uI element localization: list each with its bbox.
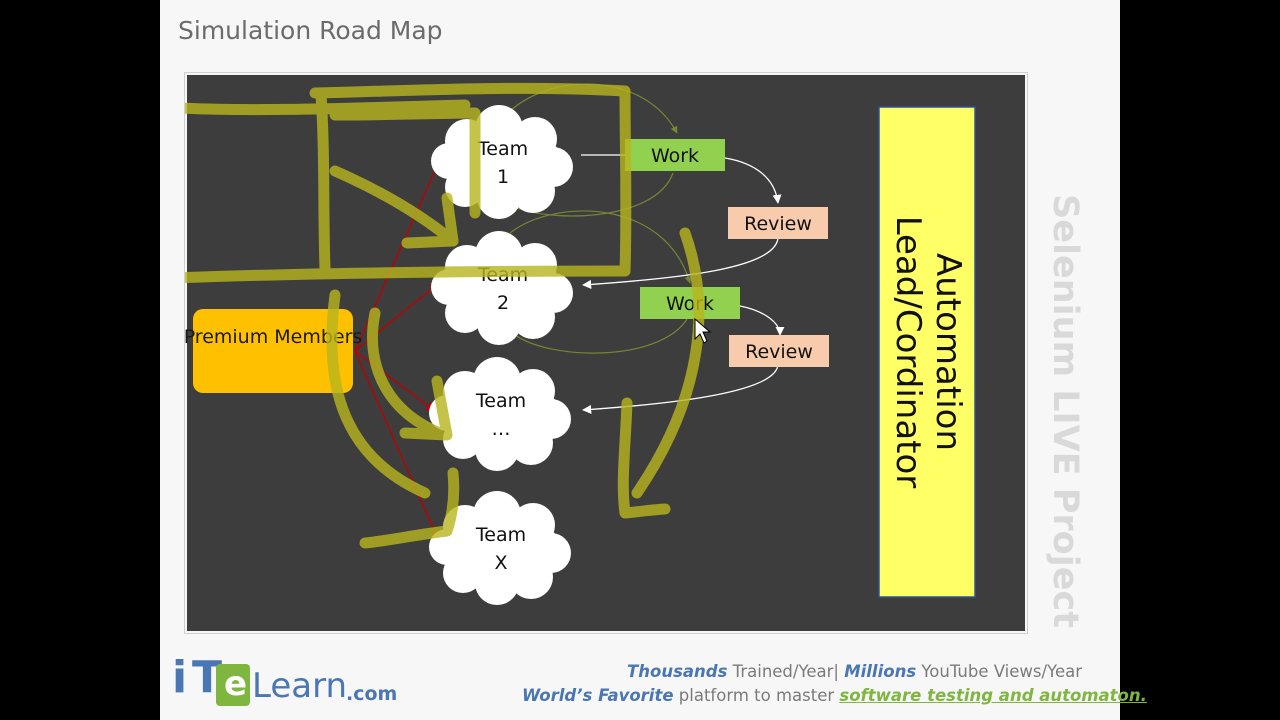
- team-cloud-4: Team X: [429, 491, 571, 605]
- logo-letter-e: e: [224, 664, 248, 704]
- annotation-stroke: [631, 227, 705, 499]
- logo-learn-text: Learn: [252, 666, 348, 706]
- logo-leaf-icon: [216, 664, 250, 706]
- tagline-trained: Trained/Year|: [727, 662, 845, 681]
- annotation-stroke: [399, 375, 453, 441]
- annotation-stroke: [617, 397, 671, 519]
- diagram-svg: Premium Members Team 1: [185, 75, 1025, 631]
- cycle-arrows: [509, 83, 692, 354]
- tagline-link[interactable]: software testing and automaton.: [839, 686, 1147, 705]
- annotation-stroke: [329, 165, 459, 247]
- itelearn-logo[interactable]: i T e Learn .com: [172, 650, 397, 714]
- coordinator-line-2: Lead/Cordinator: [888, 216, 928, 489]
- tagline-views: YouTube Views/Year: [916, 662, 1082, 681]
- annotation-stroke: [329, 107, 481, 219]
- annotation-stroke: [315, 89, 331, 275]
- work-label: Work: [666, 293, 714, 315]
- team-label: Team: [477, 138, 528, 160]
- team-number: …: [492, 418, 511, 440]
- premium-members-box: [193, 309, 353, 393]
- flow-arrow: [582, 237, 779, 289]
- review-label: Review: [744, 213, 812, 235]
- tagline-worlds-favorite: World’s Favorite: [522, 686, 674, 705]
- side-caption-text: Selenium LIVE Project: [1045, 194, 1085, 628]
- annotation-stroke: [309, 82, 631, 99]
- slide: Simulation Road Map: [160, 0, 1147, 720]
- team-number: 2: [497, 292, 509, 314]
- tagline-line-1: Thousands Trained/Year| Millions YouTube…: [522, 662, 1082, 681]
- coordinator-text: Automation Lead/Cordinator: [888, 216, 968, 489]
- cursor-icon: [694, 317, 712, 344]
- coordinator-box: [878, 106, 976, 598]
- cycle-arrow: [509, 312, 691, 354]
- premium-members-label: Premium Members: [185, 326, 362, 348]
- team-label: Team: [475, 390, 526, 412]
- logo-com-text: .com: [346, 683, 398, 705]
- team-cloud-3: Team …: [429, 357, 571, 471]
- annotation-stroke: [185, 99, 471, 116]
- slide-title: Simulation Road Map: [178, 16, 443, 45]
- flow-arrow: [724, 157, 782, 204]
- annotation-stroke: [359, 467, 460, 549]
- diagram-canvas: Premium Members Team 1: [184, 72, 1028, 634]
- premium-arrow: [354, 350, 440, 542]
- team-number: 1: [497, 166, 509, 188]
- team-number: X: [494, 552, 507, 574]
- flow-arrow: [582, 364, 779, 414]
- logo-letter-i: i: [172, 652, 188, 703]
- flow-arrow: [739, 305, 785, 336]
- tagline-thousands: Thousands: [627, 662, 728, 681]
- team-label: Team: [475, 524, 526, 546]
- tagline-line-2: World’s Favorite platform to master soft…: [522, 686, 1147, 705]
- tagline-millions: Millions: [844, 662, 917, 681]
- flow-arrows: [581, 154, 785, 414]
- review-box-1: [728, 207, 828, 239]
- cycle-arrow: [509, 210, 692, 284]
- coordinator-line-1: Automation: [928, 253, 968, 451]
- annotation-stroke: [401, 192, 459, 249]
- side-caption: Selenium LIVE Project: [1030, 194, 1100, 628]
- annotation-stroke: [619, 85, 632, 277]
- annotation-stroke: [185, 265, 631, 284]
- tagline-platform: platform to master: [673, 686, 840, 705]
- work-box-2: [640, 287, 740, 319]
- work-label: Work: [651, 145, 699, 167]
- premium-arrow: [354, 350, 436, 412]
- work-box-1: [625, 139, 725, 171]
- annotation-stroke: [367, 307, 451, 441]
- annotation-strokes: [185, 82, 705, 549]
- review-box-2: [729, 335, 829, 367]
- annotation-stroke: [326, 289, 431, 499]
- review-label: Review: [745, 341, 813, 363]
